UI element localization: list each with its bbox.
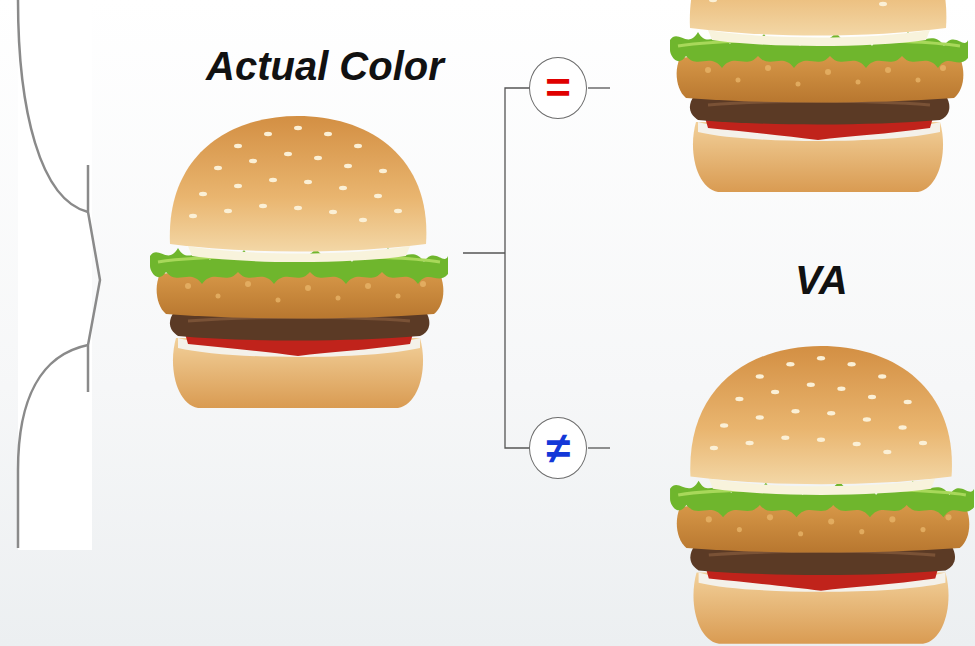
- symbol-circle: ≠: [529, 417, 587, 479]
- heading-label: Actual Color: [206, 44, 444, 88]
- heading-label: VA: [795, 258, 848, 302]
- symbol-text: =: [545, 66, 571, 110]
- symbol-text: ≠: [546, 426, 570, 470]
- bracket-connector: [505, 88, 529, 448]
- symbol-circle: =: [529, 57, 587, 119]
